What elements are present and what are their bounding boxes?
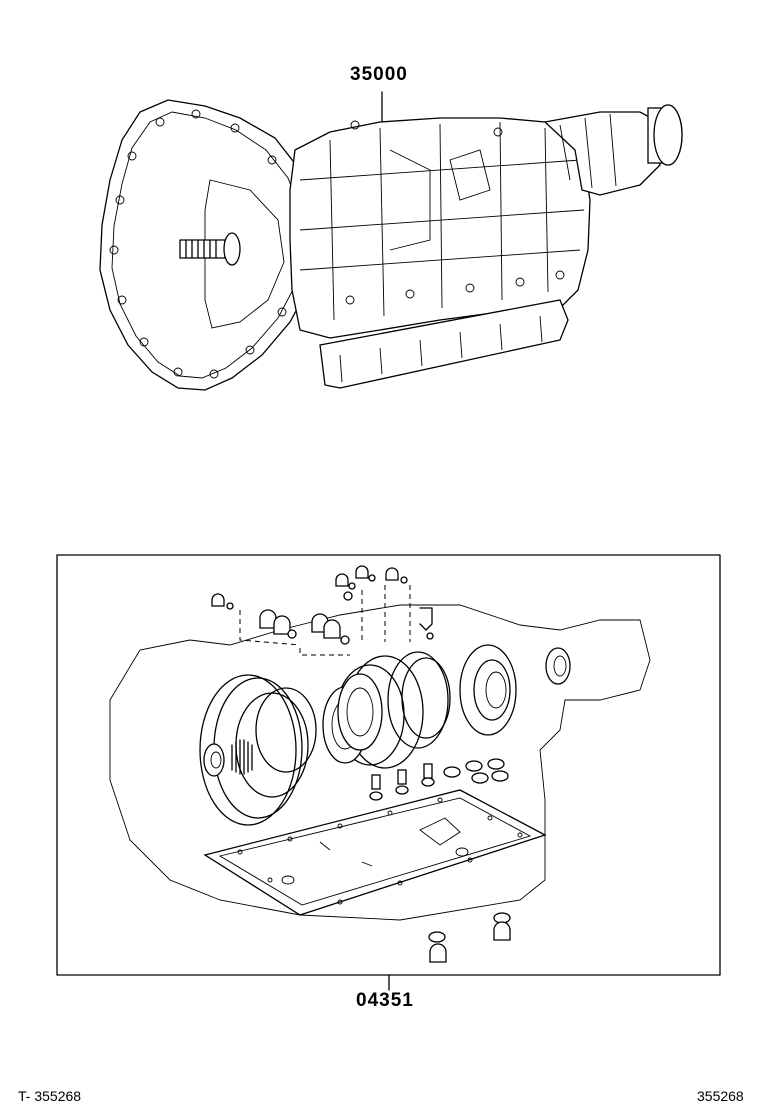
case-ribs: [299, 121, 585, 321]
seal-rings: [199, 651, 451, 826]
small-part-leaders: [239, 585, 411, 656]
oil-pan-gasket: [203, 789, 547, 916]
part-number-transmission-assembly: 35000: [350, 64, 408, 85]
plugs-and-o-rings: [211, 565, 434, 645]
spring: [231, 739, 253, 775]
extension-housing-ribs: [559, 113, 617, 189]
oil-pan: [319, 299, 569, 389]
transmission-outline-background: [109, 604, 651, 921]
drain-plugs: [428, 912, 511, 963]
footer-illustration-code-right: 355268: [697, 1088, 744, 1104]
clutch-piston: [322, 673, 383, 764]
front-pump-seal: [203, 743, 225, 777]
rear-oil-seal: [545, 647, 571, 685]
small-o-rings: [443, 758, 509, 784]
drum-seal: [459, 644, 517, 736]
transmission-assembly-drawing: [99, 91, 683, 391]
input-shaft: [179, 232, 241, 266]
gasket-kit-drawing: [109, 565, 651, 963]
gasket-kit-frame: [56, 554, 721, 976]
footer-illustration-code-left: T- 355268: [18, 1088, 82, 1104]
part-number-overhaul-gasket-kit: 04351: [356, 990, 414, 1011]
bell-housing-flange: [111, 111, 305, 379]
accumulator-plugs: [369, 763, 435, 801]
oil-pan-bolts: [339, 315, 543, 383]
extension-housing: [543, 111, 661, 196]
transmission-case: [289, 117, 591, 339]
case-bolts: [345, 120, 565, 305]
